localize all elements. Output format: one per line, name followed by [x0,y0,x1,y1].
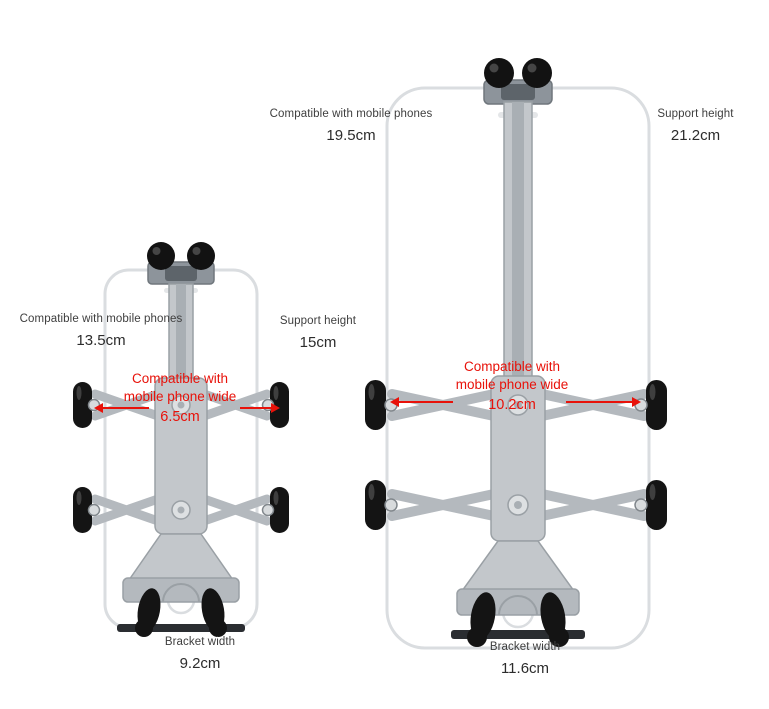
side-rollers-large [365,380,667,530]
small-support-annotation: Support height 15cm [268,314,368,353]
small-width-label-line2: mobile phone wide [123,388,237,404]
small-width-arrow-left [94,403,149,413]
large-width-label-line2: mobile phone wide [455,376,569,392]
small-width-annotation: Compatible with mobile phone wide 6.5cm [110,370,250,427]
small-bracket-value: 9.2cm [179,654,221,672]
small-compatible-annotation: Compatible with mobile phones 13.5cm [12,312,190,351]
small-support-label: Support height [279,315,357,327]
small-compatible-label: Compatible with mobile phones [19,313,183,325]
large-width-arrow-left [390,397,453,407]
large-support-annotation: Support height 21.2cm [643,107,748,146]
large-bracket-label: Bracket width [489,641,561,653]
upper-arms-small [90,389,272,421]
large-support-value: 21.2cm [670,126,721,144]
large-compatible-value: 19.5cm [326,126,376,144]
large-bracket-value: 11.6cm [500,659,550,677]
top-clamp-large [483,58,553,110]
upper-arms-large [387,389,649,421]
small-width-arrow-right [240,403,280,413]
large-width-value: 10.2cm [488,396,536,413]
side-rollers-small [73,382,289,533]
bottom-base-small [117,533,245,637]
large-width-label-line1: Compatible with [463,359,561,374]
small-mount-graphic [73,242,289,637]
large-compatible-annotation: Compatible with mobile phones 19.5cm [258,107,444,146]
large-bracket-annotation: Bracket width 11.6cm [453,640,597,679]
small-width-label-line1: Compatible with [131,371,229,386]
top-clamp-small [147,242,215,290]
center-rail-large [503,101,533,383]
lower-arms-small [90,494,272,526]
small-support-value: 15cm [299,333,337,351]
small-bracket-label: Bracket width [164,636,236,648]
large-mount-graphic [365,58,667,650]
bottom-hooks-large [467,592,569,647]
large-compatible-label: Compatible with mobile phones [269,108,433,120]
small-width-value: 6.5cm [160,408,200,425]
bottom-hooks-small [135,588,227,637]
large-support-label: Support height [657,108,734,120]
large-width-annotation: Compatible with mobile phone wide 10.2cm [426,358,598,415]
lower-arms-large [387,489,649,521]
large-width-arrow-right [566,397,641,407]
small-bracket-annotation: Bracket width 9.2cm [130,635,270,674]
small-compatible-value: 13.5cm [76,331,126,349]
center-plate-small [154,377,208,535]
bottom-base-large [451,540,585,647]
